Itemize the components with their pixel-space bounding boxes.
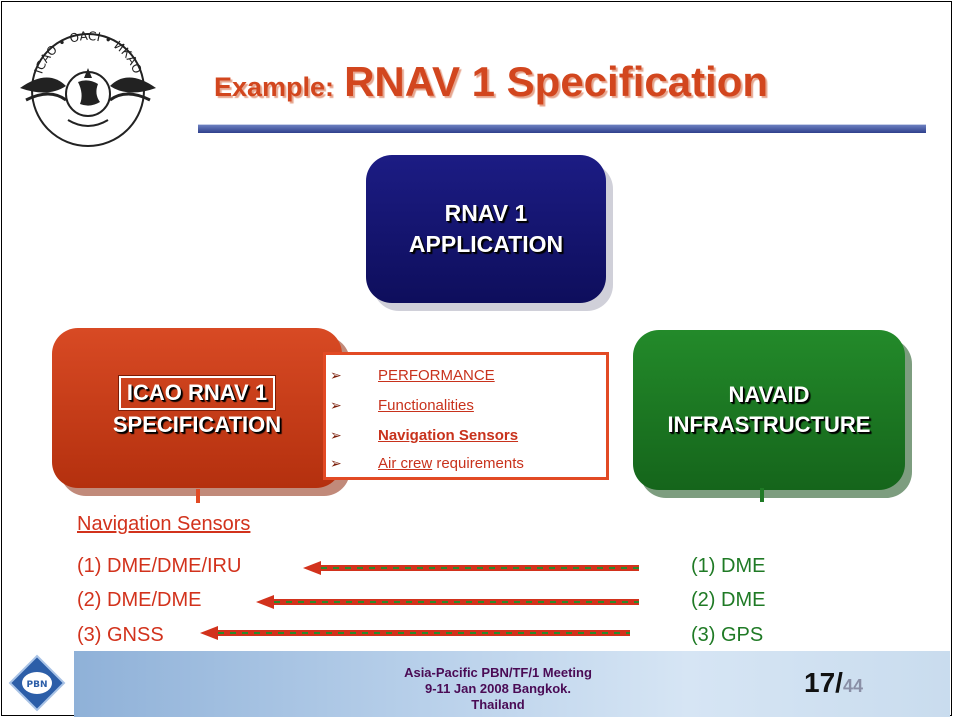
icao-logo: ICAO • OACI • ИКАО — [20, 29, 156, 147]
page-number: 17/44 — [804, 667, 863, 699]
requirement-link[interactable]: Functionalities — [378, 397, 474, 414]
title-underline — [198, 124, 926, 133]
requirement-item: ➢ Functionalities — [330, 397, 474, 414]
specification-connector — [196, 489, 200, 503]
application-box: RNAV 1 APPLICATION — [366, 155, 606, 303]
title-prefix: Example: — [214, 72, 335, 102]
requirement-suffix: requirements — [432, 455, 524, 472]
sensor-item: (3) GNSS — [77, 624, 164, 646]
footer-band — [74, 651, 950, 717]
sensor-item: (2) DME/DME — [77, 589, 202, 611]
navaid-item: (3) GPS — [691, 624, 764, 646]
title-main: RNAV 1 Specification — [344, 58, 769, 105]
arrow-bullet-icon: ➢ — [330, 455, 342, 471]
navaid-box: NAVAID INFRASTRUCTURE — [633, 330, 905, 490]
requirement-item: ➢ Air crew requirements — [330, 455, 524, 472]
requirement-link[interactable]: Air crew — [378, 455, 433, 472]
specification-line2: SPECIFICATION — [112, 412, 282, 437]
navaid-line2: INFRASTRUCTURE — [667, 412, 871, 437]
requirements-panel: ➢ PERFORMANCE ➢ Functionalities ➢ Navigatio… — [323, 352, 609, 480]
left-arrow-icon — [256, 595, 639, 609]
application-line2: APPLICATION — [408, 231, 564, 257]
application-line1: RNAV 1 — [444, 200, 528, 226]
arrow-bullet-icon: ➢ — [330, 367, 342, 383]
sensors-heading[interactable]: Navigation Sensors — [77, 513, 251, 535]
navaid-item: (1) DME — [691, 555, 766, 577]
svg-text:PBN: PBN — [27, 680, 48, 690]
page-title: Example: RNAV 1 Specification — [214, 58, 768, 106]
navaid-line1: NAVAID — [728, 382, 810, 407]
page-current: 17/ — [804, 667, 843, 698]
left-arrow-icon — [303, 561, 639, 575]
navaid-item: (2) DME — [691, 589, 766, 611]
requirement-link[interactable]: Navigation Sensors — [378, 427, 519, 444]
requirement-item: ➢ PERFORMANCE — [330, 367, 495, 384]
meeting-line2: 9-11 Jan 2008 Bangkok. Thailand — [425, 681, 571, 712]
requirement-item: ➢ Navigation Sensors — [330, 427, 518, 444]
arrow-bullet-icon: ➢ — [330, 427, 342, 443]
navaid-connector — [760, 488, 764, 502]
arrow-bullet-icon: ➢ — [330, 397, 342, 413]
sensor-item: (1) DME/DME/IRU — [77, 555, 242, 577]
requirement-link[interactable]: PERFORMANCE — [378, 367, 495, 384]
specification-line1: ICAO RNAV 1 — [117, 375, 277, 411]
meeting-info: Asia-Pacific PBN/TF/1 Meeting 9-11 Jan 2… — [398, 665, 598, 713]
left-arrow-icon — [200, 626, 630, 640]
specification-box: ICAO RNAV 1 SPECIFICATION — [52, 328, 342, 488]
pbn-diamond-icon: PBN — [8, 654, 66, 712]
page-total: 44 — [842, 676, 863, 696]
meeting-line1: Asia-Pacific PBN/TF/1 Meeting — [404, 665, 592, 680]
